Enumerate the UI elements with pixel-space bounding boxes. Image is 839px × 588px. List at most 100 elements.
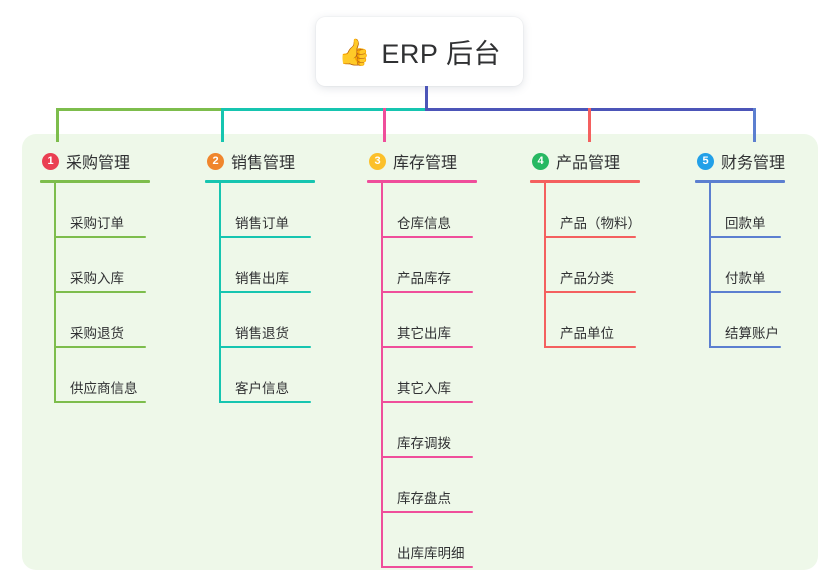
branch-column-2: 2 销售管理销售订单销售出库销售退货客户信息 [205,148,355,403]
bus-segment-2 [221,108,383,111]
branch-number-badge: 5 [697,152,714,170]
branch-spine-line [709,183,711,348]
branch-item-label: 库存盘点 [397,491,451,506]
branch-title: 产品管理 [556,155,621,172]
branch-item-label: 供应商信息 [70,381,138,396]
branch-item-label: 付款单 [725,271,766,286]
branch-item-underline [709,291,781,293]
branch-title: 库存管理 [393,155,458,172]
branch-item[interactable]: 其它入库 [367,348,517,403]
branch-column-3: 3 库存管理仓库信息产品库存其它出库其它入库库存调拨库存盘点出库库明细 [367,148,517,568]
branch-item-label: 产品单位 [560,326,614,341]
branch-item-underline [54,401,146,403]
branch-underline [367,180,477,183]
branch-item[interactable]: 其它出库 [367,293,517,348]
root-node-erp-backend[interactable]: 👍 ERP 后台 [316,17,523,86]
branch-header-2[interactable]: 2 销售管理 [205,148,355,174]
branch-item-underline [381,566,473,568]
branch-item-underline [219,236,311,238]
branch-item[interactable]: 销售出库 [205,238,355,293]
branch-item[interactable]: 采购退货 [40,293,190,348]
branch-spine-line [219,183,221,403]
drop-stub-3 [383,108,386,142]
branch-item-list: 采购订单采购入库采购退货供应商信息 [40,183,190,403]
branch-item-underline [219,401,311,403]
branch-item-label: 出库库明细 [397,546,465,561]
branch-item-label: 其它入库 [397,381,451,396]
branch-item-label: 销售退货 [235,326,289,341]
branch-item[interactable]: 出库库明细 [367,513,517,568]
branch-item[interactable]: 仓库信息 [367,183,517,238]
branch-underline [530,180,640,183]
branch-item[interactable]: 库存调拨 [367,403,517,458]
branch-item-label: 销售订单 [235,216,289,231]
branch-item[interactable]: 产品（物料） [530,183,680,238]
branch-number-badge: 4 [532,152,549,170]
branch-item[interactable]: 付款单 [695,238,825,293]
branch-item[interactable]: 客户信息 [205,348,355,403]
branch-item-label: 销售出库 [235,271,289,286]
branch-item-label: 仓库信息 [397,216,451,231]
branch-item-label: 库存调拨 [397,436,451,451]
branch-item-underline [219,291,311,293]
branch-item-label: 产品分类 [560,271,614,286]
branch-item[interactable]: 结算账户 [695,293,825,348]
branch-item-underline [544,236,636,238]
branch-underline [695,180,785,183]
branch-item-list: 销售订单销售出库销售退货客户信息 [205,183,355,403]
bus-segment-1 [56,108,221,111]
branch-item-list: 仓库信息产品库存其它出库其它入库库存调拨库存盘点出库库明细 [367,183,517,568]
branch-item[interactable]: 回款单 [695,183,825,238]
branch-title: 财务管理 [721,155,786,172]
branch-item-underline [381,291,473,293]
branch-header-4[interactable]: 4 产品管理 [530,148,680,174]
branch-number-badge: 3 [369,152,386,170]
branch-item[interactable]: 产品分类 [530,238,680,293]
drop-stub-4 [588,108,591,142]
branch-item-label: 采购入库 [70,271,124,286]
branch-item-underline [544,291,636,293]
branch-item[interactable]: 产品单位 [530,293,680,348]
root-node-title: ERP 后台 [381,39,501,69]
branch-item-label: 回款单 [725,216,766,231]
branch-item-underline [219,346,311,348]
branch-item[interactable]: 采购订单 [40,183,190,238]
branch-number-badge: 2 [207,152,224,170]
drop-stub-1 [56,108,59,142]
branch-item-underline [381,511,473,513]
branch-item-underline [709,346,781,348]
branch-item-underline [709,236,781,238]
branch-item-list: 回款单付款单结算账户 [695,183,825,348]
branch-spine-line [54,183,56,403]
branch-item-list: 产品（物料） 产品分类产品单位 [530,183,680,348]
branch-header-3[interactable]: 3 库存管理 [367,148,517,174]
branch-item[interactable]: 供应商信息 [40,348,190,403]
branch-column-5: 5 财务管理回款单付款单结算账户 [695,148,825,348]
branch-spine-line [381,183,383,568]
branch-item[interactable]: 库存盘点 [367,458,517,513]
branch-item-label: 采购退货 [70,326,124,341]
branch-item-underline [544,346,636,348]
branch-item-underline [381,236,473,238]
bus-segment-3 [383,108,425,111]
branch-item-label: 产品（物料） [560,216,641,231]
thumbs-up-icon: 👍 [338,36,371,67]
drop-stub-2 [221,108,224,142]
branch-underline [40,180,150,183]
branch-item[interactable]: 销售订单 [205,183,355,238]
root-stem-line [425,86,428,111]
branch-item-label: 产品库存 [397,271,451,286]
branch-header-5[interactable]: 5 财务管理 [695,148,825,174]
branch-item-underline [381,456,473,458]
branch-item[interactable]: 采购入库 [40,238,190,293]
branch-title: 销售管理 [231,155,296,172]
branch-item-underline [54,236,146,238]
branch-item[interactable]: 销售退货 [205,293,355,348]
branch-column-4: 4 产品管理产品（物料） 产品分类产品单位 [530,148,680,348]
branch-item-underline [54,346,146,348]
branch-item-label: 其它出库 [397,326,451,341]
branch-item[interactable]: 产品库存 [367,238,517,293]
